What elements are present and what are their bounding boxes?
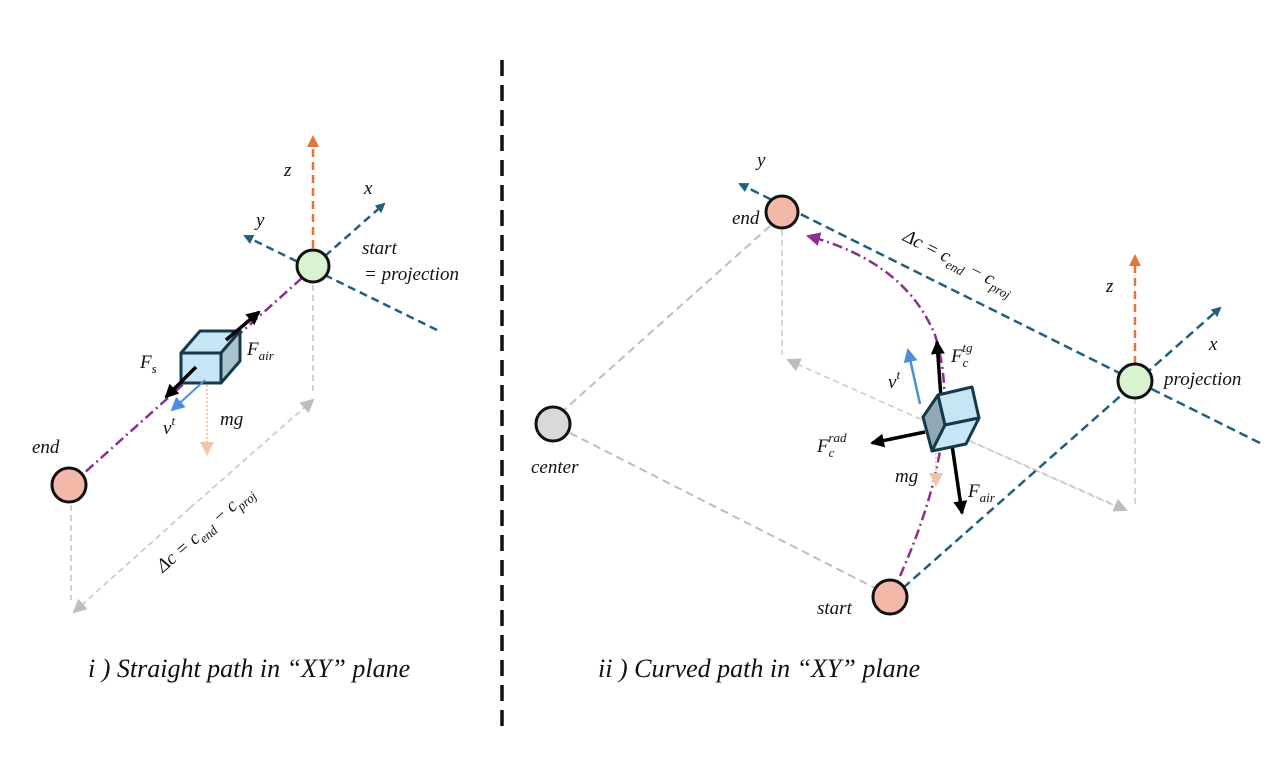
z-axis-label: z⃗ [1105,276,1128,297]
delta-c-label: Δc = cend − cproj [152,481,260,579]
end-node [50,466,88,504]
projection-label: projection [1162,369,1241,390]
left-panel: z⃗ x⃗ y⃗ start = projection end Fair Fs … [32,135,459,683]
center-start-line [569,432,876,589]
velocity-label: vt [163,413,175,439]
delta-c-arrow [189,398,315,509]
end-label: end [732,208,760,229]
f-c-tg-label: Fctg [950,340,973,370]
start-label: start [817,598,853,619]
velocity-arrow [903,348,922,405]
y-axis-label: y⃗ [755,150,780,171]
f-c-rad-label: Fcrad [816,430,847,460]
velocity-arrow [170,379,206,412]
left-caption: i ) Straight path in “XY” plane [88,654,410,683]
f-c-rad-arrow [870,430,926,448]
x-axis-arrow [324,202,386,257]
delta-c-label: Δc = cend − cproj [897,225,1017,302]
f-s-label: Fs [139,352,157,376]
delta-c-arrow-back [72,507,191,614]
cube [179,329,242,385]
x-axis-arrow [902,306,1222,589]
f-air-label: Fair [967,481,996,505]
f-air-label: Fair [246,339,275,363]
delta-c-ground-arrow-back [949,431,1128,512]
projection-label: = projection [364,264,459,285]
right-caption: ii ) Curved path in “XY” plane [598,654,920,683]
start-node [295,248,331,284]
center-label: center [531,457,579,478]
velocity-label: vt [888,367,900,393]
start-node [871,578,909,616]
center-node [534,405,572,443]
end-label: end [32,437,60,458]
f-c-tg-arrow [930,340,945,399]
gravity-label: mg [220,409,243,430]
x-axis-label: x⃗ [363,178,387,199]
right-panel: y⃗ end z⃗ x⃗ projection center start Fct… [531,150,1261,683]
y-axis-arrow [738,182,1261,445]
projection-node [1116,362,1154,400]
f-air-arrow [950,444,968,515]
end-node [764,194,800,230]
f-air-arrow [224,310,261,342]
end-center-line [563,225,771,411]
curved-path [806,232,946,577]
gravity-label: mg [895,466,918,487]
z-axis-label: z⃗ [283,160,306,181]
f-s-arrow [164,365,198,399]
start-label: start [362,238,398,259]
y-axis-label: y⃗ [254,210,279,231]
x-axis-label: x⃗ [1208,334,1232,355]
y-axis-arrow [243,234,438,332]
cube [921,385,981,453]
